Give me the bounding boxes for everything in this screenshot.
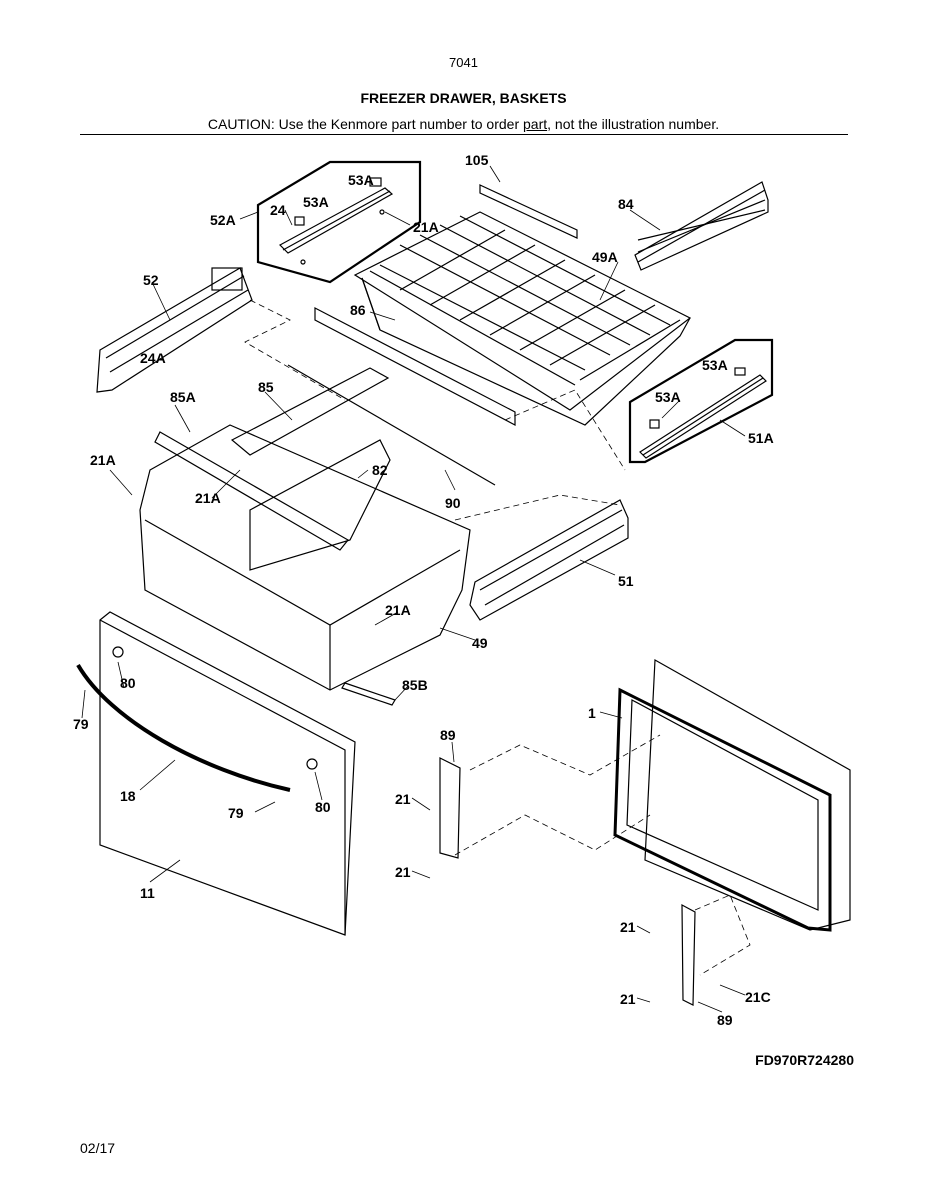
- callout-49: 49: [472, 635, 488, 651]
- callout-21a: 21A: [413, 219, 439, 235]
- callout-52: 52: [143, 272, 159, 288]
- callout-79: 79: [228, 805, 244, 821]
- callout-21: 21: [395, 864, 411, 880]
- callout-21c: 21C: [745, 989, 771, 1005]
- revision-date: 02/17: [80, 1140, 116, 1156]
- callout-86: 86: [350, 302, 366, 318]
- callout-85b: 85B: [402, 677, 428, 693]
- slide-rail-51: [469, 499, 629, 621]
- bar-105: [479, 184, 578, 239]
- callout-53a: 53A: [303, 194, 329, 210]
- page-number: 7041: [449, 55, 478, 70]
- callout-80: 80: [315, 799, 331, 815]
- drawer-front-11: [99, 611, 356, 936]
- callout-21a: 21A: [195, 490, 221, 506]
- rod-90: [287, 364, 496, 486]
- bar-86: [314, 307, 516, 426]
- basket-82: [249, 439, 391, 571]
- callout-21: 21: [395, 791, 411, 807]
- callout-85: 85: [258, 379, 274, 395]
- handle-18: [76, 663, 291, 792]
- callout-24: 24: [270, 202, 286, 218]
- callout-21a: 21A: [90, 452, 116, 468]
- callout-51: 51: [618, 573, 634, 589]
- callout-1: 1: [588, 705, 596, 721]
- bracket-89-upper: [439, 757, 461, 859]
- callout-21: 21: [620, 991, 636, 1007]
- handle-post-left: [112, 646, 124, 658]
- callout-105: 105: [465, 152, 489, 168]
- callout-82: 82: [372, 462, 388, 478]
- callout-21: 21: [620, 919, 636, 935]
- callout-49a: 49A: [592, 249, 618, 265]
- wire-basket-49a: [353, 211, 692, 426]
- callout-24a: 24A: [140, 350, 166, 366]
- bar-85b: [341, 682, 396, 706]
- bracket-89-lower: [681, 903, 696, 1006]
- bar-85a: [154, 431, 349, 551]
- header-divider: [80, 134, 848, 135]
- part-link[interactable]: part: [523, 116, 548, 132]
- slide-rail-52: [96, 267, 253, 393]
- callout-80: 80: [120, 675, 136, 691]
- callout-84: 84: [618, 196, 634, 212]
- callout-53a: 53A: [655, 389, 681, 405]
- caution-note: CAUTION: Use the Kenmore part number to …: [0, 116, 927, 132]
- basket-49: [139, 424, 471, 691]
- callout-89: 89: [440, 727, 456, 743]
- divider-84: [634, 181, 769, 271]
- door-frame-1: [613, 659, 851, 932]
- caution-text-end: , not the illustration number.: [547, 116, 720, 132]
- bar-85: [230, 367, 390, 456]
- callout-85a: 85A: [170, 389, 196, 405]
- page-title: FREEZER DRAWER, BASKETS: [360, 90, 567, 106]
- callout-51a: 51A: [748, 430, 774, 446]
- callout-79: 79: [73, 716, 89, 732]
- handle-post-right: [306, 758, 318, 770]
- slide-rail-51a: [639, 367, 767, 459]
- callout-21a: 21A: [385, 602, 411, 618]
- callout-52a: 52A: [210, 212, 236, 228]
- callout-90: 90: [445, 495, 461, 511]
- callout-53a: 53A: [702, 357, 728, 373]
- callout-11: 11: [140, 885, 155, 901]
- caution-text: CAUTION: Use the Kenmore part number to …: [207, 116, 523, 132]
- slide-rail-52a: [279, 177, 394, 265]
- diagram-code: FD970R724280: [755, 1052, 854, 1068]
- callout-18: 18: [120, 788, 136, 804]
- callout-89: 89: [717, 1012, 733, 1028]
- inset-box-right: [628, 338, 774, 464]
- callout-53a: 53A: [348, 172, 374, 188]
- inset-box-top: [256, 160, 422, 284]
